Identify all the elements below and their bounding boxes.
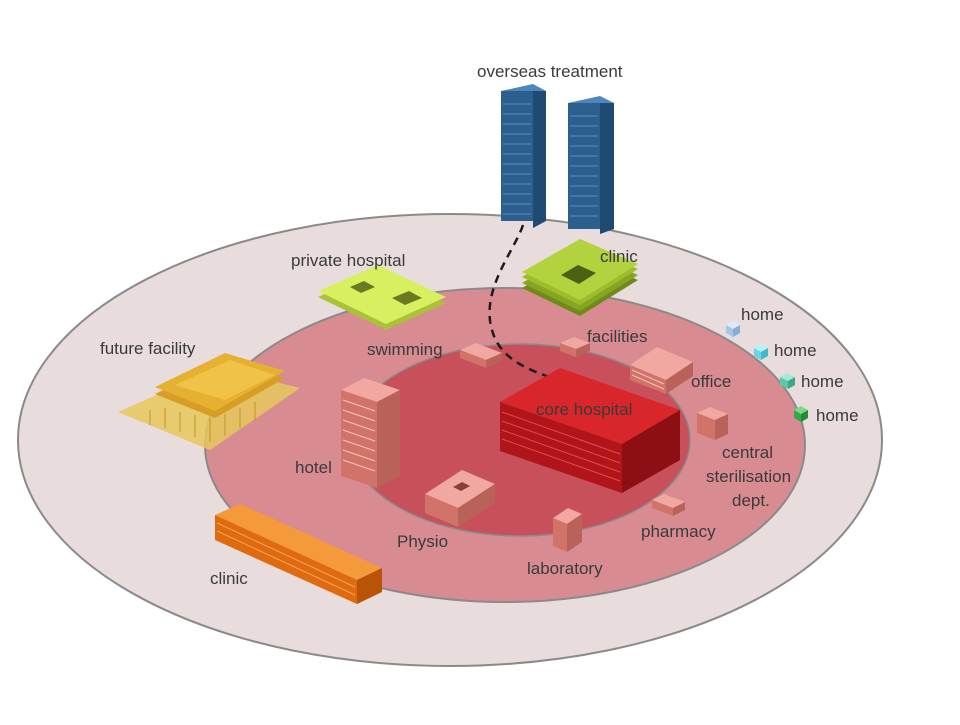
label-home-1: home	[741, 305, 784, 324]
label-future-facility: future facility	[100, 339, 196, 358]
label-hotel: hotel	[295, 458, 332, 477]
hotel-building	[341, 378, 400, 488]
swimming-building	[460, 343, 502, 368]
future-facility-building	[118, 353, 300, 450]
label-home-2: home	[774, 341, 817, 360]
tower-left	[501, 84, 546, 228]
home-cube-teal-icon	[780, 373, 795, 389]
overseas-connection-dashed-line	[488, 224, 553, 380]
home-cube-green-icon	[794, 406, 808, 422]
label-central-sterilisation-1: central	[722, 443, 773, 462]
home-cube-light-blue-icon	[726, 321, 740, 337]
private-hospital-building	[318, 265, 446, 330]
label-private-hospital: private hospital	[291, 251, 405, 270]
core-hospital-building	[500, 368, 680, 493]
office-building	[630, 347, 693, 394]
central-sterilisation-building	[697, 407, 728, 440]
label-home-3: home	[801, 372, 844, 391]
laboratory-building	[553, 508, 582, 552]
label-office: office	[691, 372, 731, 391]
clinic-bottom-building	[215, 504, 382, 604]
label-facilities: facilities	[587, 327, 647, 346]
label-clinic-top: clinic	[600, 247, 638, 266]
facilities-building	[560, 337, 590, 357]
label-overseas-treatment: overseas treatment	[477, 62, 623, 81]
tower-right	[568, 96, 614, 234]
pharmacy-building	[652, 494, 685, 516]
label-core-hospital: core hospital	[536, 400, 632, 419]
label-central-sterilisation-2: sterilisation	[706, 467, 791, 486]
label-pharmacy: pharmacy	[641, 522, 716, 541]
label-swimming: swimming	[367, 340, 443, 359]
label-laboratory: laboratory	[527, 559, 603, 578]
label-central-sterilisation-3: dept.	[732, 491, 770, 510]
home-cube-cyan-icon	[754, 344, 768, 360]
label-clinic-bottom: clinic	[210, 569, 248, 588]
physio-building	[425, 470, 495, 527]
overseas-treatment-towers	[501, 84, 614, 234]
label-physio: Physio	[397, 532, 448, 551]
label-home-4: home	[816, 406, 859, 425]
clinic-top-building	[522, 239, 638, 316]
